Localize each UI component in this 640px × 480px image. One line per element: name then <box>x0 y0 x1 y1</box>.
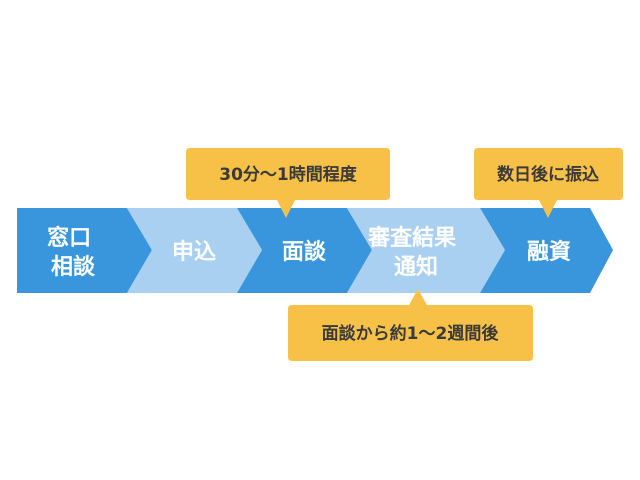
note-result-timing-callout <box>288 289 533 361</box>
step-3-label-line-1: 面談 <box>282 239 327 265</box>
step-4-label-line-1: 審査結果 <box>367 225 456 251</box>
step-4-chevron <box>347 208 505 293</box>
step-4-label: 審査結果 通知 <box>367 225 464 280</box>
step-1-label-line-2: 相談 <box>51 254 96 280</box>
step-5-chevron <box>480 208 613 293</box>
note-duration-label: 30分〜1時間程度 <box>219 164 357 185</box>
note-duration-callout <box>186 148 390 218</box>
step-1-chevron <box>17 208 152 293</box>
note-transfer-label: 数日後に振込 <box>497 164 599 185</box>
step-2-label: 申込 <box>172 240 216 265</box>
step-2-label-line-1: 申込 <box>172 240 216 265</box>
note-result-timing-label: 面談から約1〜2週間後 <box>322 323 500 344</box>
step-5-label-line-1: 融資 <box>527 239 571 265</box>
note-transfer-callout <box>474 148 623 218</box>
step-4-label-line-2: 通知 <box>394 254 438 280</box>
step-2-chevron <box>127 208 262 293</box>
step-3-label: 面談 <box>282 239 327 265</box>
step-labels: 窓口 相談 申込 面談 審査結果 通知 融資 <box>47 225 571 280</box>
step-5-label: 融資 <box>527 239 571 265</box>
step-1-label: 窓口 相談 <box>47 225 99 280</box>
callout-notes: 30分〜1時間程度 数日後に振込 面談から約1〜2週間後 <box>186 148 623 361</box>
step-1-label-line-1: 窓口 <box>47 225 91 251</box>
flow-steps <box>17 208 613 293</box>
step-3-chevron <box>237 208 372 293</box>
